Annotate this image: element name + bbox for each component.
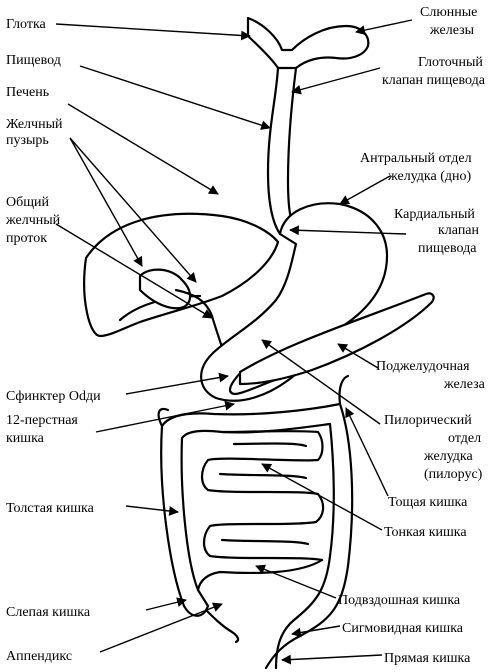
label-appendix: Аппендикс <box>6 649 72 664</box>
pointer-esophagus <box>79 65 271 130</box>
label-pyloric-1: Пилорический <box>384 413 472 428</box>
label-fundus-1: Антральный отдел <box>360 151 472 166</box>
esophagus-right <box>286 66 298 234</box>
pointer-colon <box>125 505 179 516</box>
pointer-liver <box>67 103 219 195</box>
label-sigmoid: Сигмовидная кишка <box>342 621 464 636</box>
label-duodenum-2: кишка <box>6 431 45 446</box>
label-colon: Толстая кишка <box>6 501 95 516</box>
labels: Глотка Слюнные железы Пищевод Глоточный … <box>5 5 486 666</box>
label-gallbladder-2: пузырь <box>6 133 49 148</box>
pharynx-shape <box>246 16 370 70</box>
pointer-pharyngeal-valve <box>291 67 381 95</box>
pointer-cardiac-valve <box>289 225 407 236</box>
colon-left-tab <box>157 407 170 428</box>
label-sphincter-oddi: Сфинктер Odди <box>6 389 101 404</box>
label-salivary-1: Слюнные <box>420 5 477 20</box>
label-esophagus: Пищевод <box>6 53 61 68</box>
pointer-ileum <box>255 564 337 599</box>
pointer-rectum <box>281 654 383 665</box>
pointer-salivary <box>355 19 413 35</box>
label-bile-duct-1: Общий <box>6 195 50 210</box>
colon-outer <box>160 402 354 670</box>
label-pyloric-4: (пилорус) <box>424 467 483 482</box>
label-bile-duct-3: проток <box>6 231 47 246</box>
small-intestine-shape <box>200 430 325 562</box>
small-intestine-inner <box>218 442 310 546</box>
label-salivary-2: железы <box>429 23 475 38</box>
ileum-shape <box>196 558 324 592</box>
pointer-pharynx <box>55 23 251 41</box>
pointer-cecum <box>145 597 187 611</box>
label-cardiac-valve-3: пищевода <box>418 241 477 256</box>
pointer-gallbladder-1 <box>69 137 143 267</box>
colon-right-tab <box>338 374 350 406</box>
label-pancreas-1: Поджелудочная <box>376 359 470 374</box>
label-pancreas-2: железа <box>443 377 486 392</box>
label-jejunum: Тощая кишка <box>388 495 468 510</box>
label-cardiac-valve-2: клапан <box>438 223 480 238</box>
label-pharynx: Глотка <box>6 17 47 32</box>
label-gallbladder-1: Желчный <box>6 117 63 132</box>
label-pharyngeal-valve-1: Глоточный <box>418 55 483 70</box>
esophagus-left <box>266 66 282 236</box>
label-duodenum-1: 12-перстная <box>6 413 78 428</box>
label-rectum: Прямая кишка <box>384 651 471 666</box>
pointer-small-intestine <box>261 463 383 531</box>
label-ileum: Подвздошная кишка <box>338 593 461 608</box>
label-small-intestine: Тонкая кишка <box>384 525 467 540</box>
pointer-sphincter <box>125 372 229 395</box>
cecum-shape <box>182 588 210 617</box>
label-liver: Печень <box>6 85 49 100</box>
organs <box>83 16 435 670</box>
pancreas-shape <box>238 292 435 386</box>
label-cecum: Слепая кишка <box>6 605 91 620</box>
pointer-gallbladder-2 <box>69 137 197 283</box>
label-pyloric-2: отдел <box>448 431 481 446</box>
liver-shape <box>83 212 280 338</box>
appendix-shape <box>204 608 240 644</box>
pointer-appendix <box>99 602 223 653</box>
pointer-jejunum <box>345 407 389 497</box>
pointer-bile-duct <box>55 223 213 319</box>
label-fundus-2: желудка (дно) <box>387 169 472 184</box>
pointer-duodenum <box>95 400 235 433</box>
label-bile-duct-2: желчный <box>5 213 61 228</box>
label-pyloric-3: желудка <box>423 449 474 464</box>
label-cardiac-valve-1: Кардиальный <box>394 207 475 222</box>
pointer-pyloric <box>261 339 381 425</box>
colon-inner <box>180 422 335 670</box>
pointer-pancreas <box>337 343 379 369</box>
pointers <box>55 19 413 665</box>
label-pharyngeal-valve-2: клапан пищевода <box>382 73 486 88</box>
pointer-sigmoid <box>291 625 341 638</box>
pointer-fundus <box>339 175 391 205</box>
